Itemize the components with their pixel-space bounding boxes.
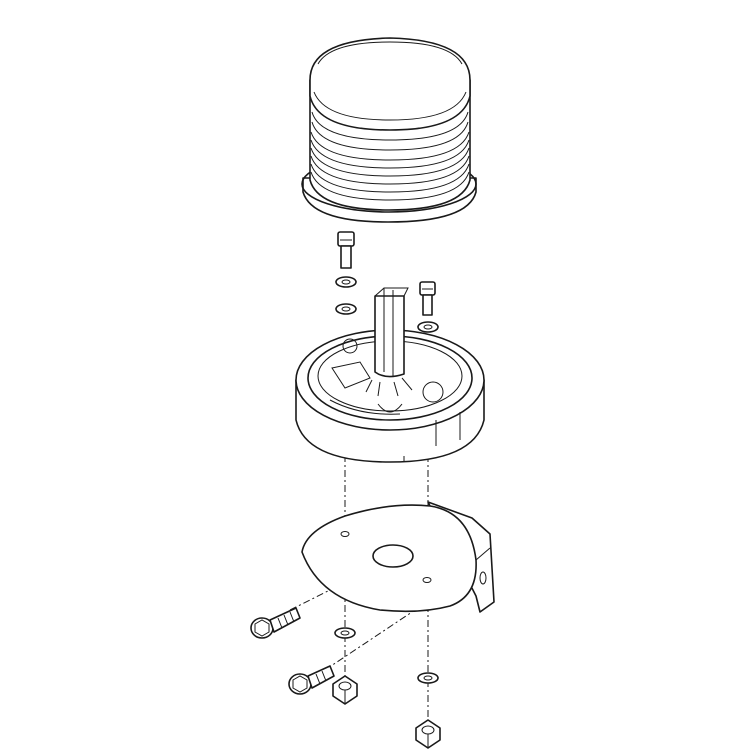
bracket-bolt-lower — [288, 665, 335, 695]
hex-nut-right — [415, 719, 441, 749]
connector-terminal — [365, 287, 413, 397]
dome-screw-right — [419, 281, 436, 316]
dome-screw-left — [337, 231, 355, 269]
bracket-washer-right — [417, 672, 439, 684]
lock-washer-right — [417, 321, 439, 333]
mounting-bracket — [301, 501, 495, 613]
base-housing — [295, 329, 485, 463]
bracket-washer-left — [334, 627, 356, 639]
lens-dome — [301, 37, 477, 223]
lock-washer-left — [335, 276, 357, 315]
bracket-bolt-upper — [250, 607, 301, 639]
hex-nut-left — [332, 675, 358, 705]
